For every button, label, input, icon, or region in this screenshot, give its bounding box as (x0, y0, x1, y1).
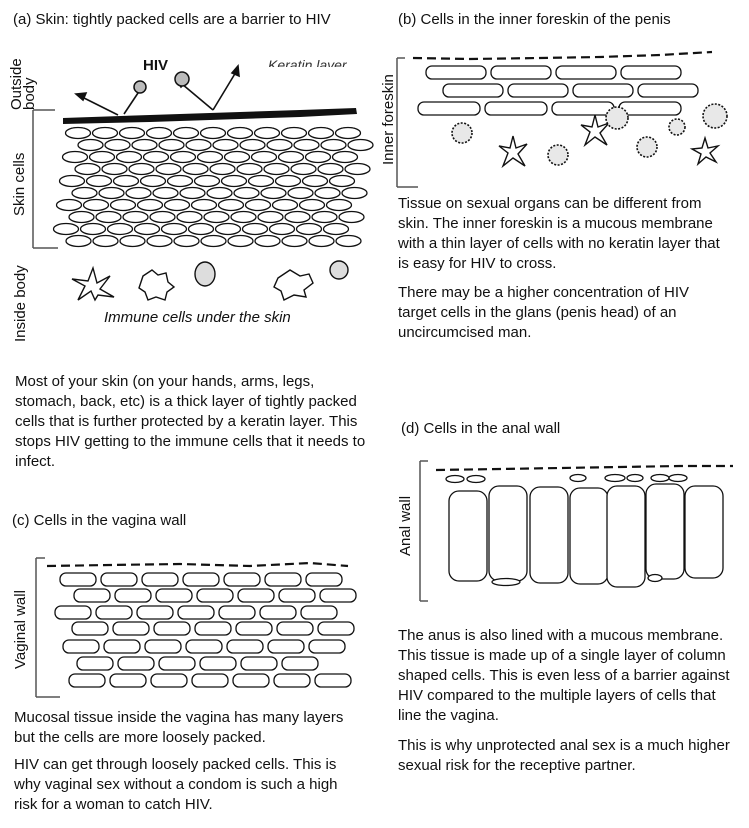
small-anal-cell (570, 475, 586, 482)
small-anal-cell (605, 475, 625, 482)
panel-d-text-1: The anus is also lined with a mucous mem… (398, 626, 738, 726)
column-cell (449, 491, 487, 581)
small-anal-cell (627, 475, 643, 482)
small-anal-cell (446, 476, 464, 483)
column-cell (570, 488, 608, 584)
column-cell (607, 486, 645, 587)
panel-d-text-2: This is why unprotected anal sex is a mu… (398, 736, 738, 776)
column-cell (685, 486, 723, 578)
small-anal-cell (669, 475, 687, 482)
small-anal-cell (467, 476, 485, 483)
anal-cell-column (446, 475, 723, 588)
column-cell (530, 487, 568, 583)
column-cell (646, 484, 684, 579)
small-anal-cell (648, 575, 662, 582)
small-anal-cell (651, 475, 669, 482)
small-anal-cell (492, 579, 520, 586)
anal-bracket (420, 461, 428, 601)
anal-surface (436, 466, 733, 470)
column-cell (489, 486, 527, 581)
